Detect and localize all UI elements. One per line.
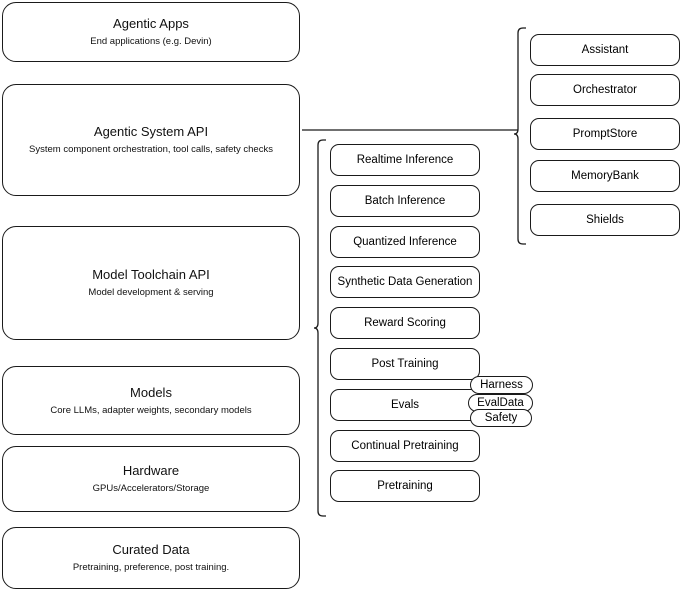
layer-hardware[interactable]: Hardware GPUs/Accelerators/Storage	[2, 446, 300, 512]
capability-realtime-inference[interactable]: Realtime Inference	[330, 144, 480, 176]
right-column-brace	[513, 27, 526, 245]
component-memorybank[interactable]: MemoryBank	[530, 160, 680, 192]
layer-title: Hardware	[122, 463, 180, 478]
layer-title: Agentic Apps	[113, 16, 189, 31]
layer-models[interactable]: Models Core LLMs, adapter weights, secon…	[2, 366, 300, 435]
layer-agentic-apps[interactable]: Agentic Apps End applications (e.g. Devi…	[2, 2, 300, 62]
component-promptstore[interactable]: PromptStore	[530, 118, 680, 150]
component-shields[interactable]: Shields	[530, 204, 680, 236]
layer-subtitle: GPUs/Accelerators/Storage	[92, 483, 210, 494]
layer-curated-data[interactable]: Curated Data Pretraining, preference, po…	[2, 527, 300, 589]
layer-agentic-system-api[interactable]: Agentic System API System component orch…	[2, 84, 300, 196]
layer-subtitle: System component orchestration, tool cal…	[29, 144, 273, 155]
layer-title: Curated Data	[112, 542, 190, 557]
layer-title: Models	[130, 384, 172, 400]
layer-subtitle: Model development & serving	[88, 287, 214, 298]
capability-batch-inference[interactable]: Batch Inference	[330, 185, 480, 217]
layer-subtitle: Pretraining, preference, post training.	[72, 562, 230, 573]
eval-pill-harness[interactable]: Harness	[470, 376, 533, 394]
capability-continual-pretraining[interactable]: Continual Pretraining	[330, 430, 480, 462]
capability-quantized-inference[interactable]: Quantized Inference	[330, 226, 480, 258]
capability-synthetic-data-generation[interactable]: Synthetic Data Generation	[330, 266, 480, 298]
eval-pill-safety[interactable]: Safety	[470, 409, 532, 427]
component-assistant[interactable]: Assistant	[530, 34, 680, 66]
layer-model-toolchain-api[interactable]: Model Toolchain API Model development & …	[2, 226, 300, 340]
capability-reward-scoring[interactable]: Reward Scoring	[330, 307, 480, 339]
layer-subtitle: Core LLMs, adapter weights, secondary mo…	[50, 404, 252, 416]
capability-pretraining[interactable]: Pretraining	[330, 470, 480, 502]
component-orchestrator[interactable]: Orchestrator	[530, 74, 680, 106]
layer-subtitle: End applications (e.g. Devin)	[90, 36, 212, 47]
capability-post-training[interactable]: Post Training	[330, 348, 480, 380]
layer-title: Model Toolchain API	[92, 267, 210, 282]
layer-title: Agentic System API	[93, 124, 209, 139]
capability-evals[interactable]: Evals	[330, 389, 480, 421]
middle-column-brace	[313, 139, 326, 517]
